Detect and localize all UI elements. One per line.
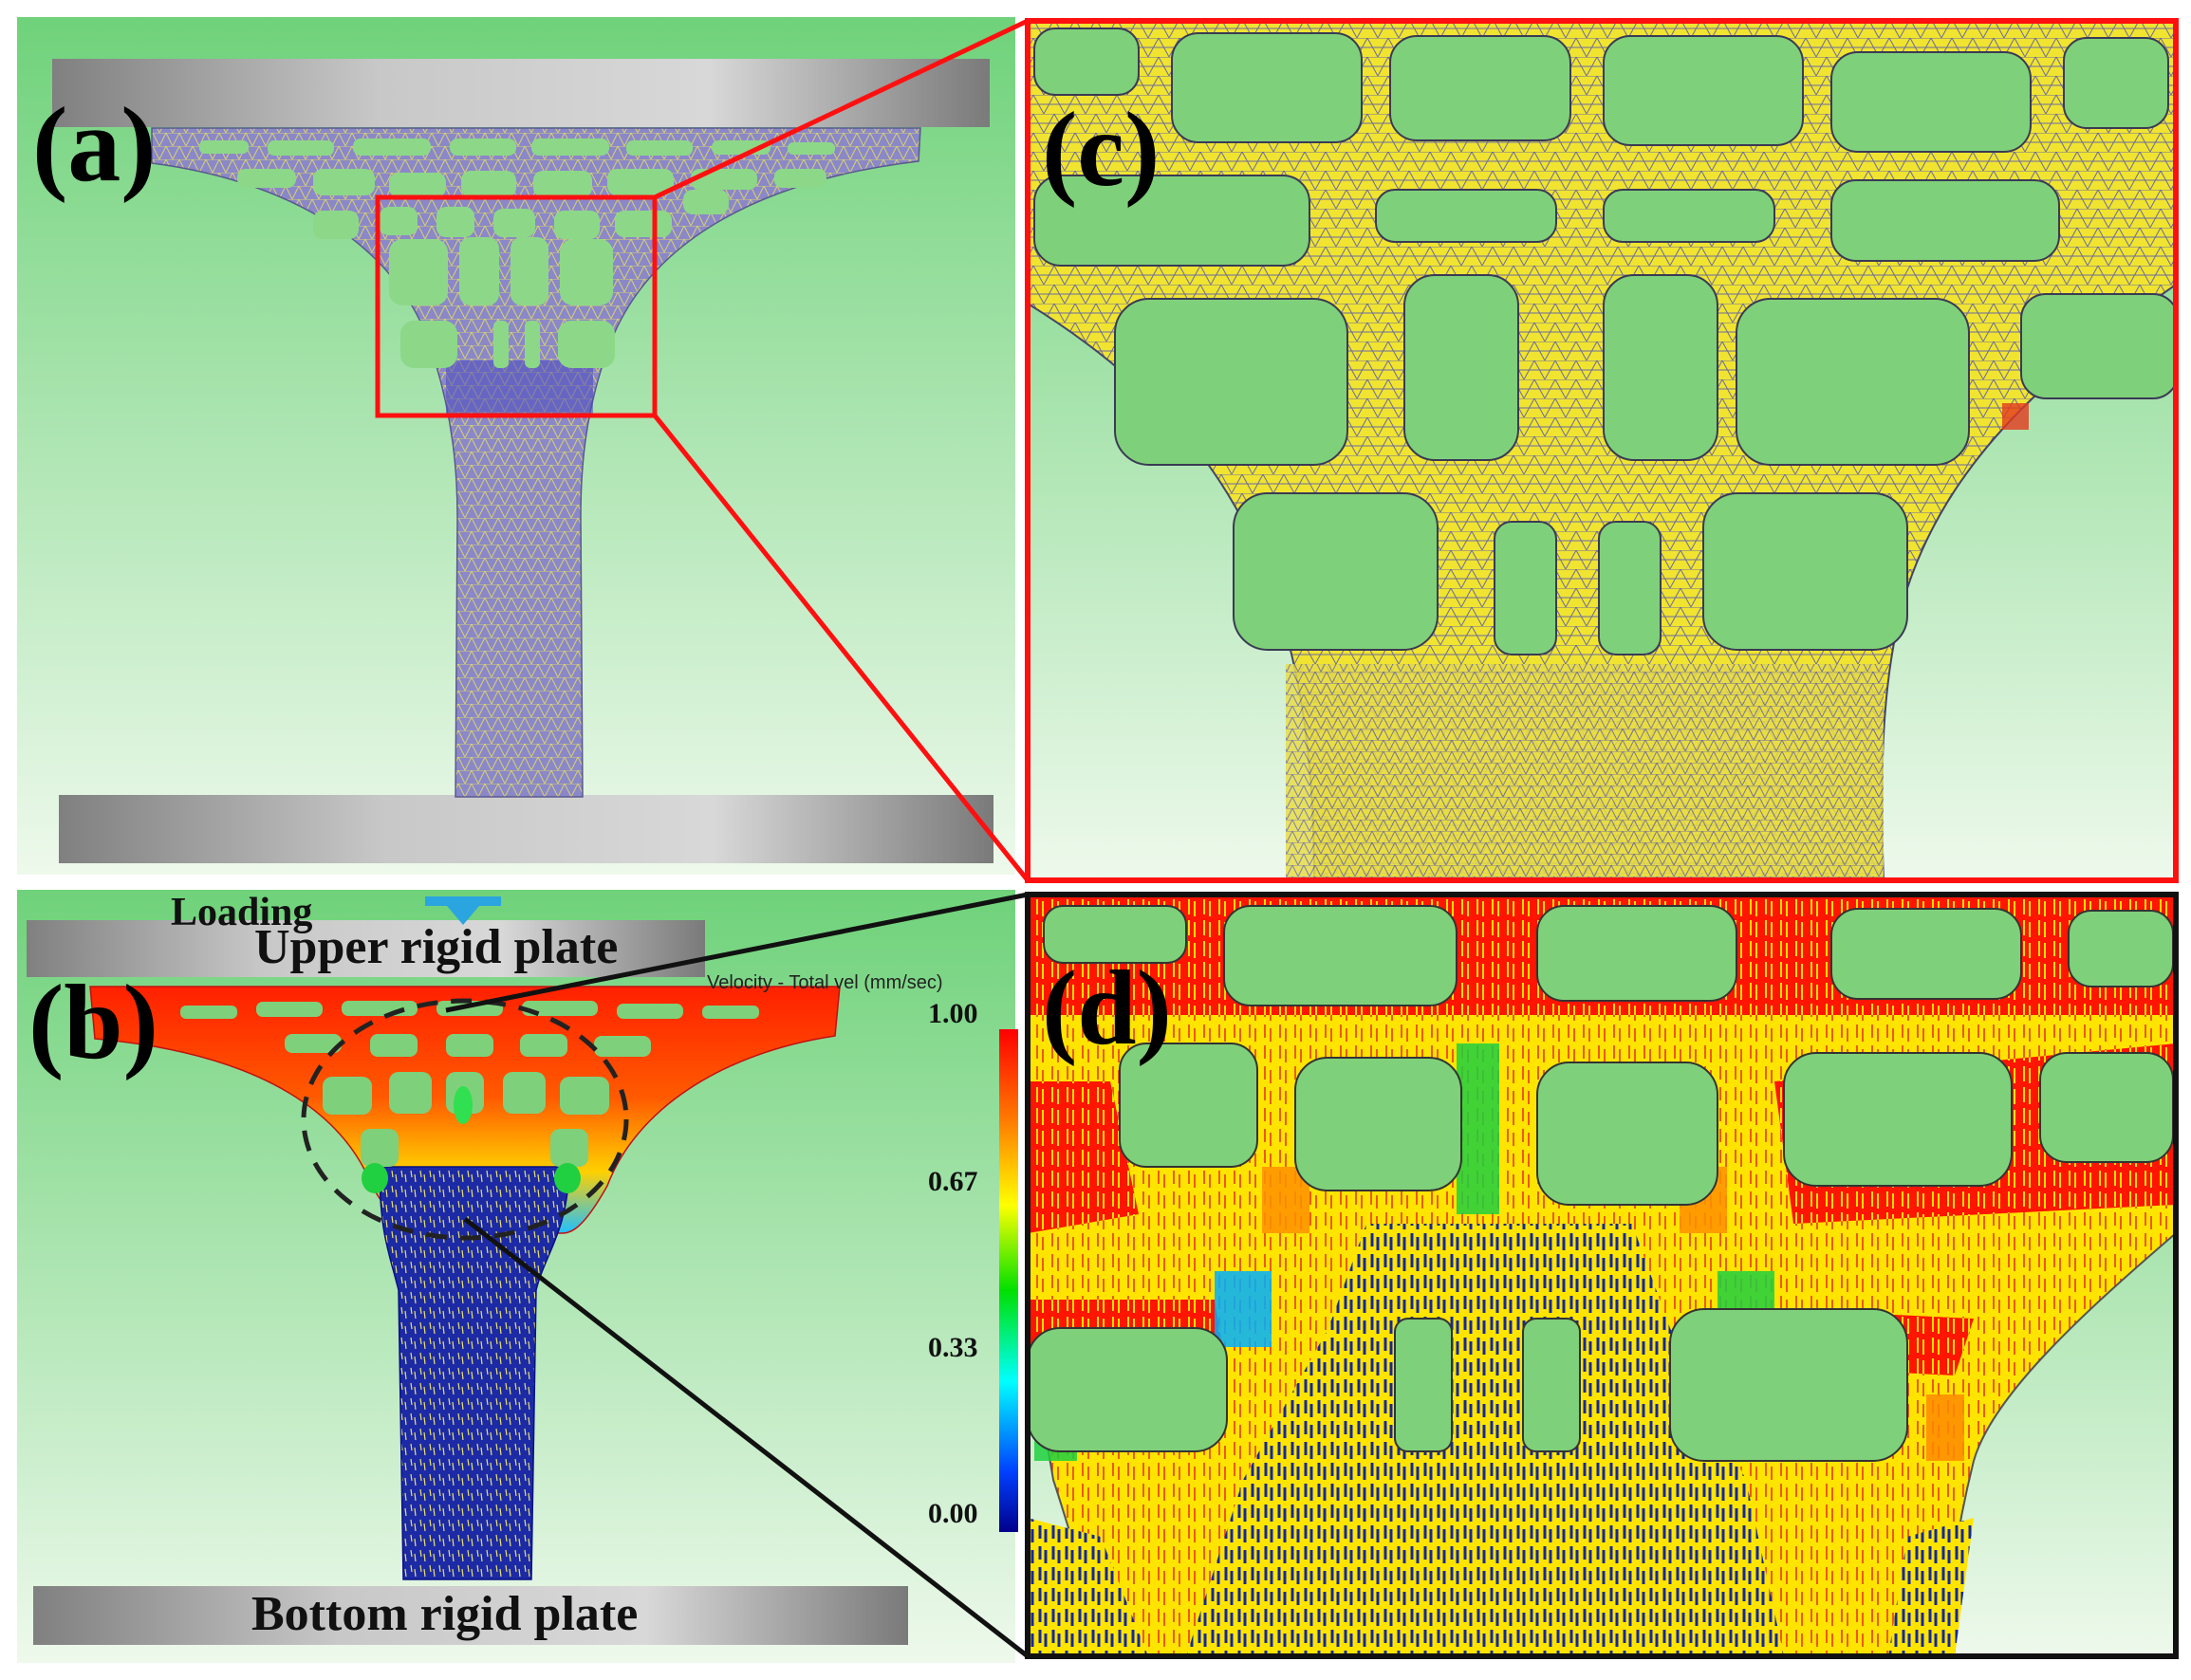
panel-d: (d) bbox=[1025, 892, 2179, 1659]
colorbar: Velocity - Total vel (mm/sec) 1.00 0.67 … bbox=[707, 972, 1018, 1532]
low-velocity-right-edge bbox=[1888, 1518, 1974, 1656]
colorbar-tick-0-67: 0.67 bbox=[928, 1166, 978, 1197]
lattice-structure bbox=[151, 127, 921, 798]
loading-label: Loading bbox=[171, 891, 312, 934]
dense-mesh-band bbox=[1286, 664, 1884, 880]
panel-a-label: (a) bbox=[32, 86, 157, 204]
panel-a: (a) bbox=[17, 17, 1015, 875]
panel-b: Loading Upper rigid plate Bottom rigid p… bbox=[17, 890, 1018, 1663]
zoom-connectors bbox=[445, 18, 1030, 1658]
bottom-rigid-plate bbox=[33, 1586, 908, 1645]
lattice-holes bbox=[199, 138, 835, 368]
panel-d-border bbox=[1025, 892, 2179, 1659]
upper-rigid-plate-b bbox=[27, 920, 705, 977]
dense-column-band bbox=[446, 360, 593, 417]
colorbar-tick-0-00: 0.00 bbox=[928, 1498, 978, 1529]
connector-b-to-d-top bbox=[445, 892, 1029, 1013]
panel-c-label: (c) bbox=[1042, 91, 1160, 209]
colorbar-tick-0-33: 0.33 bbox=[928, 1332, 978, 1363]
upper-rigid-plate bbox=[52, 59, 990, 127]
deformed-color-transition bbox=[362, 1086, 581, 1193]
low-velocity-core bbox=[1186, 1224, 1784, 1656]
panel-c-border bbox=[1025, 18, 2179, 883]
upper-rigid-plate-label: Upper rigid plate bbox=[254, 920, 618, 974]
zoom-region-box-a bbox=[375, 194, 658, 418]
colorbar-scale bbox=[999, 1029, 1018, 1532]
colorbar-tick-1-00: 1.00 bbox=[928, 998, 978, 1029]
panel-b-label: (b) bbox=[28, 964, 158, 1081]
high-velocity-left-arm bbox=[1028, 1081, 1139, 1233]
loading-arrow bbox=[425, 896, 501, 925]
highlight-cell bbox=[2002, 403, 2029, 430]
panel-d-label: (d) bbox=[1042, 950, 1172, 1067]
panel-c: (c) bbox=[1025, 18, 2179, 883]
connector-b-to-d-bottom bbox=[463, 1217, 1030, 1658]
focus-ellipse bbox=[301, 998, 629, 1241]
connector-a-to-c-top bbox=[653, 18, 1030, 200]
low-velocity-left-edge bbox=[1028, 1518, 1148, 1656]
bottom-rigid-plate-label: Bottom rigid plate bbox=[251, 1587, 638, 1641]
lower-rigid-plate bbox=[59, 795, 993, 863]
connector-a-to-c-bottom bbox=[653, 414, 1030, 882]
zoomed-holes bbox=[1033, 28, 2176, 655]
flow-holes bbox=[1028, 905, 2174, 1462]
colorbar-title: Velocity - Total vel (mm/sec) bbox=[707, 972, 943, 993]
